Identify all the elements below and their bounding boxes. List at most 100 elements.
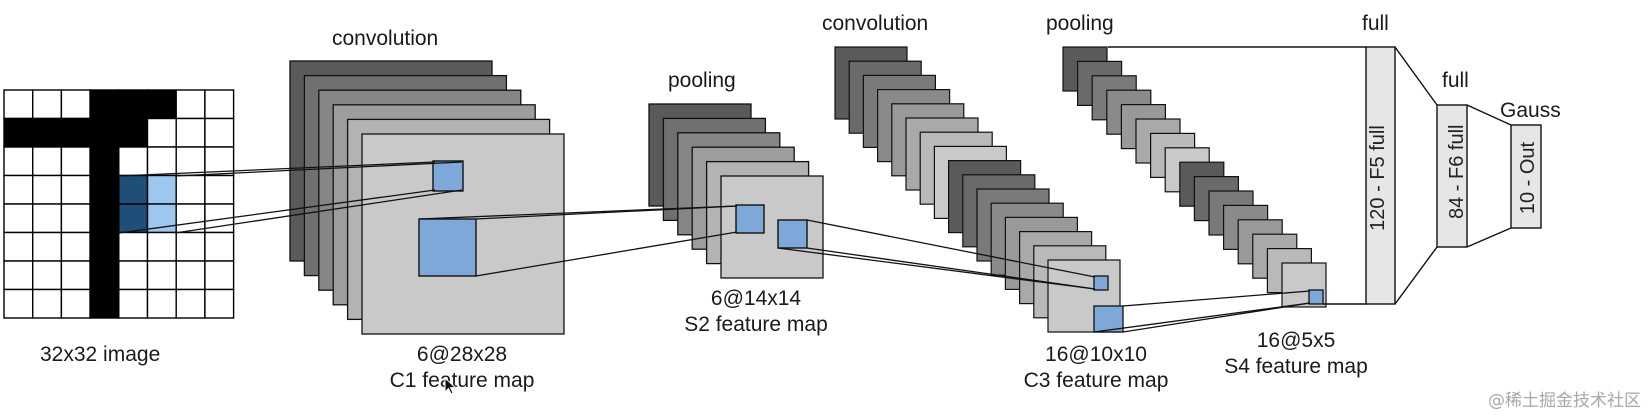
input-pixel-cell (175, 117, 206, 148)
c1-highlight-large (418, 218, 477, 277)
input-pixel-cell (89, 117, 120, 148)
input-pixel-cell (89, 288, 120, 319)
full1-title: full (1362, 12, 1389, 35)
c1-feature-map-stack (289, 60, 565, 335)
input-pixel-cell (204, 260, 235, 291)
f6-input-bottom-line (1394, 246, 1438, 305)
input-pixel-cell (175, 174, 206, 205)
input-pixel-cell (146, 174, 177, 205)
s2-highlight-a (735, 204, 765, 234)
s2-feature-map-stack (648, 103, 824, 279)
input-pixel-cell (204, 288, 235, 319)
input-pixel-cell (32, 203, 63, 234)
input-pixel-cell (146, 260, 177, 291)
watermark: @稀土掘金技术社区 (1488, 391, 1641, 411)
input-pixel-cell (118, 231, 149, 262)
connector-line (118, 161, 436, 177)
mouse-cursor-icon (444, 377, 457, 395)
input-pixel-cell (32, 89, 63, 120)
input-pixel-cell (60, 89, 91, 120)
conv1-title: convolution (332, 27, 439, 50)
input-pixel-cell (204, 117, 235, 148)
input-pixel-cell (89, 89, 120, 120)
input-pixel-cell (3, 89, 34, 120)
c3-highlight-large (1093, 305, 1124, 333)
c3-size-label: 16@10x10 (1045, 343, 1147, 366)
input-pixel-cell (118, 203, 149, 234)
connector-line (1093, 302, 1311, 333)
f6-input-top-line (1394, 46, 1438, 106)
input-pixel-cell (118, 288, 149, 319)
input-pixel-cell (32, 231, 63, 262)
gauss-title: Gauss (1500, 99, 1561, 122)
input-pixel-cell (118, 89, 149, 120)
s4-highlight (1308, 289, 1324, 305)
f6-layer-bar (1436, 104, 1468, 248)
input-pixel-cell (146, 288, 177, 319)
c1-size-label: 6@28x28 (416, 343, 508, 366)
conv2-title: convolution (822, 12, 929, 35)
fully-connected-layers (1108, 46, 1542, 305)
input-pixel-cell (60, 117, 91, 148)
input-pixel-cell (89, 260, 120, 291)
input-pixel-cell (204, 89, 235, 120)
input-pixel-cell (60, 174, 91, 205)
receptive-field-connectors (118, 160, 1324, 333)
input-pixel-cell (3, 260, 34, 291)
out-input-bottom-line (1466, 227, 1512, 248)
input-pixel-cell (32, 174, 63, 205)
c1-highlight-small (432, 160, 464, 192)
input-pixel-cell (118, 146, 149, 177)
s4-size-label: 16@5x5 (1256, 329, 1336, 352)
input-pixel-cell (60, 260, 91, 291)
connector-line (777, 247, 1096, 290)
s2-highlight-b (777, 219, 808, 249)
input-pixel-cell (89, 203, 120, 234)
input-pixel-cell (118, 174, 149, 205)
input-image-grid (3, 89, 235, 319)
input-pixel-cell (118, 117, 149, 148)
input-pixel-cell (175, 203, 206, 234)
input-pixel-cell (60, 203, 91, 234)
input-pixel-cell (3, 146, 34, 177)
input-pixel-cell (175, 288, 206, 319)
input-pixel-cell (89, 174, 120, 205)
input-pixel-cell (146, 89, 177, 120)
input-pixel-cell (204, 174, 235, 205)
f6-layer-label: 84 - F6 full (1446, 124, 1468, 219)
s2-size-label: 6@14x14 (710, 287, 802, 310)
input-pixel-cell (175, 231, 206, 262)
c3-feature-map-stack (834, 46, 1121, 333)
input-pixel-cell (3, 288, 34, 319)
c3-highlight-small (1093, 275, 1109, 291)
connector-line (806, 219, 1096, 278)
s4-name-label: S4 feature map (1224, 355, 1368, 378)
f5-layer-bar (1365, 46, 1396, 305)
input-pixel-cell (175, 89, 206, 120)
s4-feature-map-stack (1062, 46, 1327, 308)
input-pixel-cell (3, 117, 34, 148)
connector-line (1122, 290, 1311, 307)
c3-name-label: C3 feature map (1023, 369, 1169, 392)
out-layer-label: 10 - Out (1517, 141, 1539, 215)
input-pixel-cell (89, 231, 120, 262)
connector-line (418, 205, 738, 220)
pool1-title: pooling (668, 69, 736, 92)
connector-line (174, 189, 463, 234)
input-pixel-cell (118, 260, 149, 291)
input-pixel-cell (146, 231, 177, 262)
input-pixel-cell (89, 146, 120, 177)
input-pixel-cell (3, 231, 34, 262)
out-input-top-line (1466, 104, 1512, 126)
input-pixel-cell (60, 288, 91, 319)
input-pixel-cell (146, 117, 177, 148)
input-pixel-cell (204, 231, 235, 262)
input-pixel-cell (3, 203, 34, 234)
input-pixel-cell (175, 260, 206, 291)
connector-line (118, 189, 436, 234)
input-pixel-cell (60, 231, 91, 262)
input-pixel-cell (32, 260, 63, 291)
input-pixel-cell (60, 146, 91, 177)
input-label: 32x32 image (40, 343, 161, 366)
